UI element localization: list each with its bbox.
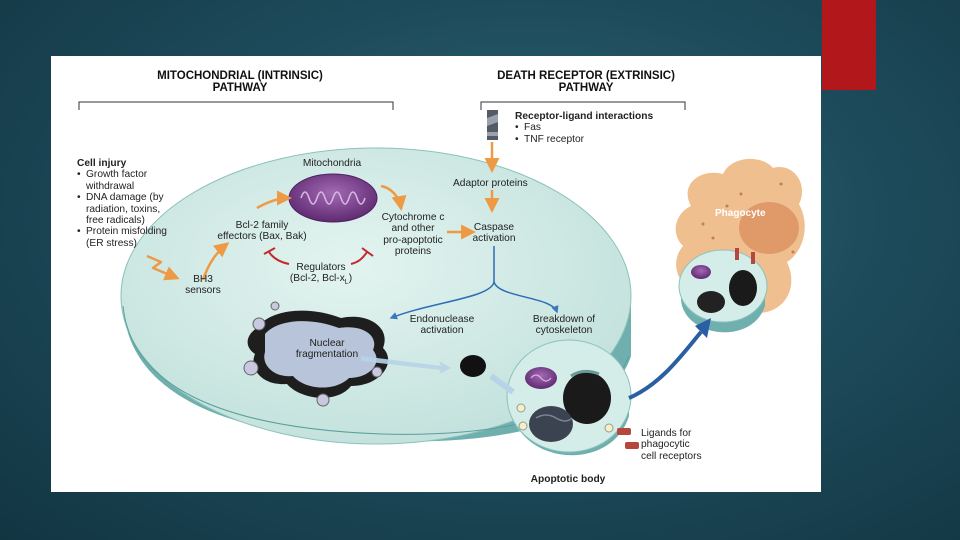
regulators-line2: (Bcl-2, Bcl-xL) — [289, 273, 353, 287]
bh3-sensors-label: BH3 sensors — [185, 274, 221, 297]
phagocyte-graphic — [675, 158, 805, 333]
cell-injury-block: Cell injury Growth factor withdrawal DNA… — [77, 158, 177, 249]
ligands-label: Ligands for phagocytic cell receptors — [641, 428, 702, 462]
caspase-activation-label: Caspase activation — [472, 222, 516, 245]
apoptotic-body-label: Apoptotic body — [530, 474, 606, 485]
dark-fragment — [460, 355, 486, 377]
mitochondria-label: Mitochondria — [302, 158, 362, 169]
nuclear-fragmentation-label: Nuclear fragmentation — [295, 338, 359, 361]
regulators-label: Regulators (Bcl-2, Bcl-xL) — [281, 262, 361, 289]
mitochondria-graphic — [288, 173, 378, 223]
cytochrome-label: Cytochrome c and other pro-apoptotic pro… — [381, 212, 445, 258]
cell-injury-item: DNA damage (by radiation, toxins, free r… — [77, 192, 177, 226]
receptor-graphic — [487, 110, 498, 140]
receptor-block: Receptor-ligand interactions Fas TNF rec… — [515, 111, 715, 146]
inhibition-marks — [263, 247, 374, 265]
endonuclease-label: Endonuclease activation — [409, 314, 475, 337]
intrinsic-pathway-header: MITOCHONDRIAL (INTRINSIC) PATHWAY — [157, 70, 323, 94]
adaptor-proteins-label: Adaptor proteins — [453, 178, 528, 189]
breakdown-cytoskeleton-label: Breakdown of cytoskeleton — [532, 314, 596, 337]
extrinsic-bracket — [480, 101, 686, 110]
light-arrow-2 — [489, 373, 515, 395]
intrinsic-bracket — [78, 101, 394, 110]
light-arrow-1 — [361, 356, 451, 374]
diagram-graphics — [78, 101, 805, 456]
accent-block — [822, 0, 876, 90]
blue-arrows — [389, 246, 559, 320]
cell-injury-item: Growth factor withdrawal — [77, 169, 177, 192]
bcl2-effectors-label: Bcl-2 family effectors (Bax, Bak) — [217, 220, 307, 243]
receptor-title: Receptor-ligand interactions — [515, 111, 654, 122]
receptor-item: TNF receptor — [515, 134, 715, 146]
phagocytosis-arrow — [628, 330, 703, 400]
apoptotic-body-graphic — [506, 339, 639, 456]
cell-injury-item: Protein misfolding (ER stress) — [77, 226, 177, 249]
extrinsic-pathway-header: DEATH RECEPTOR (EXTRINSIC) PATHWAY — [497, 70, 675, 94]
apoptosis-diagram: MITOCHONDRIAL (INTRINSIC) PATHWAY DEATH … — [51, 56, 821, 492]
cell-injury-title: Cell injury — [77, 158, 127, 169]
regulators-line1: Regulators — [296, 262, 346, 273]
phagocyte-label: Phagocyte — [715, 208, 766, 219]
nuclear-fragmentation-graphic — [243, 301, 389, 407]
orange-arrows — [146, 142, 500, 281]
receptor-item: Fas — [515, 122, 715, 134]
